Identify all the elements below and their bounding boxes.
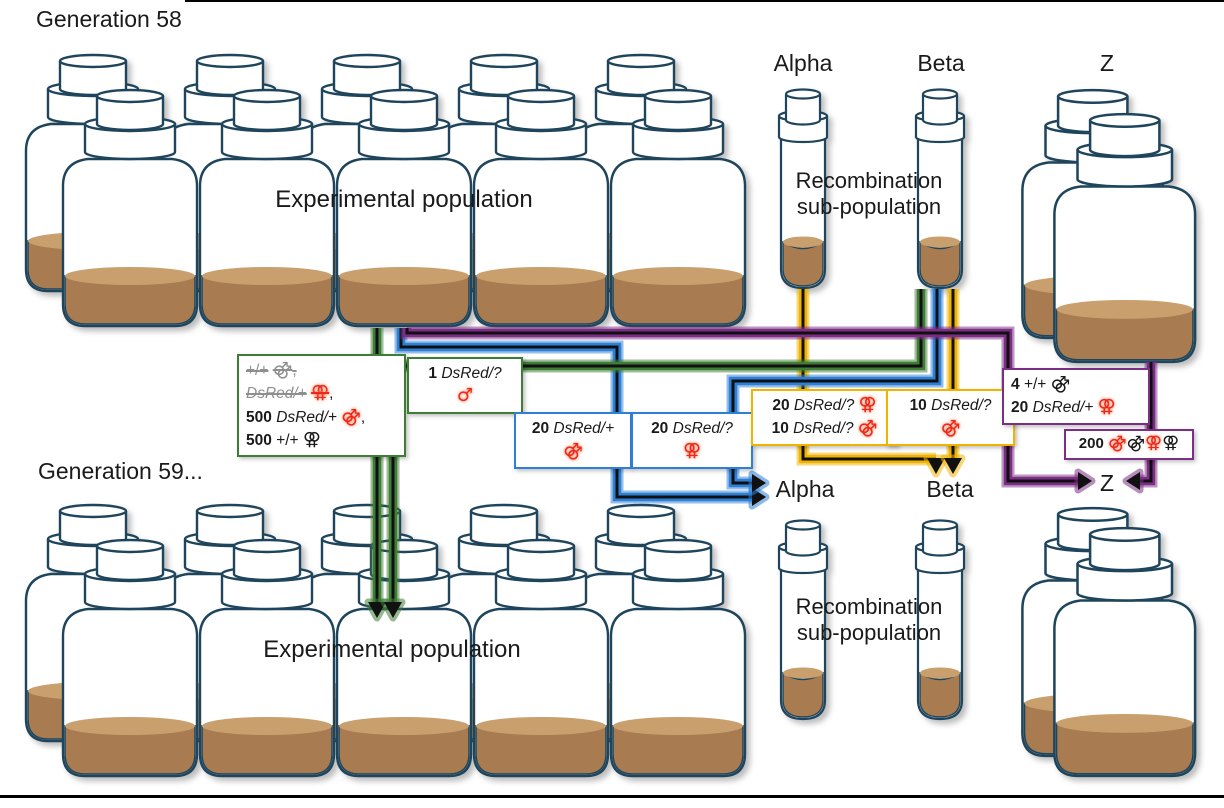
female-pair-icon: ⚢ — [858, 394, 877, 415]
male-pair-icon: ⚣ — [272, 359, 293, 380]
top-border-line — [185, 0, 1224, 2]
count: 20 — [531, 420, 550, 437]
genotype: +/+ — [1023, 376, 1047, 393]
box-population-transfer: +/+ ⚣, DsRed/+ ⚢, 500 DsRed/+ ⚣, 500 +/+… — [237, 354, 406, 457]
suffix: , — [360, 408, 366, 426]
female-pair-icon: ⚢ — [302, 428, 322, 450]
gen59-z-bottles — [1021, 506, 1197, 778]
beta-label-top: Beta — [917, 50, 965, 76]
experimental-population-label-top: Experimental population — [275, 186, 533, 213]
recombination-line1: Recombination — [795, 594, 943, 619]
genotype: DsRed/? — [793, 420, 854, 438]
recombination-line2: sub-population — [796, 194, 942, 219]
count: 20 — [772, 397, 790, 414]
female-pair-icon: ⚢ — [682, 440, 702, 462]
count: 10 — [909, 397, 927, 414]
female-pair-icon: ⚢ — [311, 382, 330, 404]
z-label-top: Z — [1099, 50, 1115, 76]
arrow-beta-to-beta — [940, 289, 966, 478]
alpha-label-bottom: Alpha — [775, 476, 835, 502]
male-pair-icon: ⚣ — [1126, 433, 1146, 453]
box-beta-to-alpha: 20 DsRed/? ⚢ — [631, 412, 753, 469]
bottom-border-line — [0, 795, 1224, 798]
gen58-z-bottles — [1021, 88, 1197, 364]
box-alpha-to-beta: 20 DsRed/? ⚢ 10 DsRed/? ⚣ — [751, 389, 898, 446]
box-z-to-z: 200 ⚣⚣⚢⚢ — [1064, 429, 1194, 460]
arrow-alpha-to-beta — [796, 289, 949, 478]
recombination-label-bottom: Recombination sub-population — [770, 594, 968, 646]
z-label-bottom: Z — [1099, 470, 1115, 496]
box-beta-to-population: 1 DsRed/? ♂ — [407, 357, 523, 414]
suffix: , — [292, 362, 297, 379]
count: 500 — [246, 408, 272, 426]
count: 500 — [246, 431, 272, 449]
male-pair-icon: ⚣ — [1050, 373, 1071, 394]
generation-59-title: Generation 59... — [38, 458, 203, 484]
genotype: DsRed/+ — [276, 408, 337, 426]
genotype: DsRed/+ — [1032, 399, 1094, 417]
genotype: DsRed/? — [672, 420, 733, 437]
suffix: , — [329, 385, 334, 403]
recombination-line2: sub-population — [796, 620, 942, 645]
female-pair-icon: ⚢ — [1145, 433, 1163, 453]
box-population-to-z: 4 +/+ ⚣ 20 DsRed/+ ⚢ — [1002, 368, 1150, 425]
experimental-population-label-bottom: Experimental population — [263, 636, 521, 663]
recombination-line1: Recombination — [795, 168, 943, 193]
genotype: DsRed/? — [931, 397, 992, 414]
arrow-z-to-z — [1122, 362, 1158, 494]
genotype: DsRed/? — [793, 397, 855, 414]
generation-58-title: Generation 58 — [36, 6, 182, 32]
count: 10 — [771, 420, 789, 438]
male-pair-icon: ⚣ — [940, 417, 961, 439]
female-pair-icon: ⚢ — [1097, 396, 1116, 418]
genotype: +/+ — [246, 362, 269, 379]
recombination-label-top: Recombination sub-population — [770, 168, 968, 220]
male-pair-icon: ⚣ — [341, 405, 361, 427]
arrow-population-to-z — [400, 326, 1096, 494]
beta-label-bottom: Beta — [926, 476, 974, 502]
genotype: +/+ — [276, 431, 299, 449]
male-pair-icon: ⚣ — [857, 417, 878, 439]
arrow-population-to-alpha — [394, 328, 770, 510]
male-pair-icon: ⚣ — [563, 440, 583, 462]
box-beta-to-beta: 10 DsRed/? ⚣ — [886, 389, 1015, 446]
count: 20 — [651, 420, 669, 437]
box-population-to-alpha: 20 DsRed/+ ⚣ — [514, 412, 632, 469]
genotype: DsRed/+ — [246, 385, 307, 403]
count: 200 — [1078, 435, 1104, 452]
count: 4 — [1011, 376, 1020, 393]
count: 1 — [428, 365, 437, 382]
female-pair-icon: ⚢ — [1162, 433, 1180, 453]
male-pair-icon: ⚣ — [1107, 433, 1127, 453]
male-icon: ♂ — [456, 385, 474, 407]
alpha-label-top: Alpha — [773, 50, 833, 76]
genotype: DsRed/+ — [553, 420, 615, 437]
genotype: DsRed/? — [441, 365, 502, 382]
count: 20 — [1011, 399, 1029, 417]
arrow-beta-to-alpha — [726, 289, 944, 496]
